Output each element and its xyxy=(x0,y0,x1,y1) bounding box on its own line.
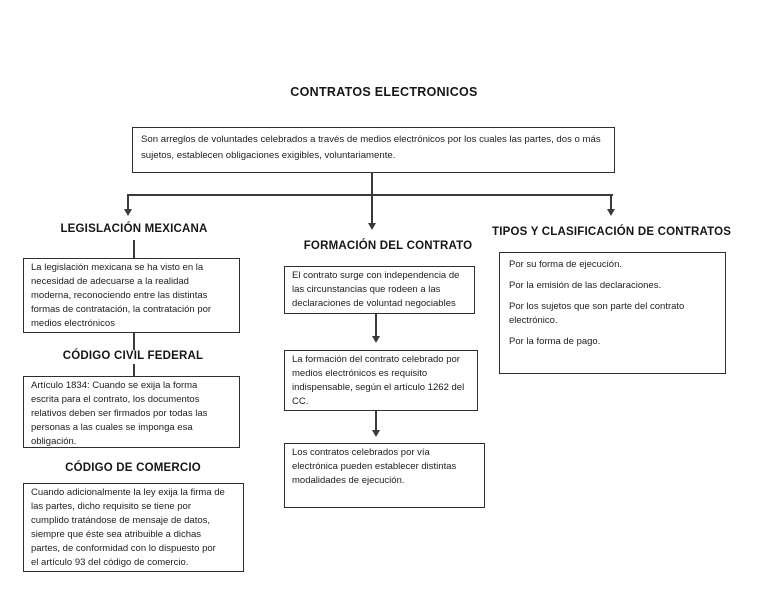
connector-left-1 xyxy=(133,240,135,259)
formacion-box-2-text: La formación del contrato celebrado por … xyxy=(292,354,465,407)
arrow-down-icon xyxy=(371,430,380,437)
heading-codigo-civil-federal: CÓDIGO CIVIL FEDERAL xyxy=(62,350,204,362)
clasificacion-item: Por los sujetos que son parte del contra… xyxy=(509,301,685,326)
codigo-civil-federal-box: Artículo 1834: Cuando se exija la forma … xyxy=(23,376,240,448)
connector-middle-branch xyxy=(371,194,373,224)
formacion-box-1-text: El contrato surge con independencia de l… xyxy=(292,270,460,309)
formacion-box-3: Los contratos celebrados por vía electró… xyxy=(284,443,485,508)
codigo-de-comercio-box: Cuando adicionalmente la ley exija la fi… xyxy=(23,483,244,572)
connector-left-branch xyxy=(127,194,129,210)
connector-right-branch xyxy=(610,194,612,210)
heading-formacion-del-contrato: FORMACIÓN DEL CONTRATO xyxy=(303,240,473,252)
arrow-down-icon xyxy=(367,223,376,230)
definition-box: Son arreglos de voluntades celebrados a … xyxy=(132,127,615,173)
arrow-down-icon xyxy=(606,209,615,216)
heading-codigo-de-comercio: CÓDIGO DE COMERCIO xyxy=(65,462,201,474)
connector-left-2 xyxy=(133,333,135,350)
connector-middle-1 xyxy=(375,314,377,337)
codigo-civil-federal-text: Artículo 1834: Cuando se exija la forma … xyxy=(31,380,208,447)
connector-middle-2 xyxy=(375,411,377,431)
definition-text: Son arreglos de voluntades celebrados a … xyxy=(141,134,601,161)
formacion-box-1: El contrato surge con independencia de l… xyxy=(284,266,475,314)
arrow-down-icon xyxy=(371,336,380,343)
clasificacion-item: Por su forma de ejecución. xyxy=(509,259,623,270)
connector-stem xyxy=(371,172,373,195)
heading-legislacion-mexicana: LEGISLACIÓN MEXICANA xyxy=(60,223,208,235)
clasificacion-item: Por la forma de pago. xyxy=(509,336,601,347)
connector-left-3 xyxy=(133,364,135,376)
heading-tipos-y-clasificacion: TIPOS Y CLASIFICACIÓN DE CONTRATOS xyxy=(492,226,732,238)
legislacion-mexicana-text: La legislación mexicana se ha visto en l… xyxy=(31,262,212,329)
connector-horizontal xyxy=(128,194,613,196)
arrow-down-icon xyxy=(123,209,132,216)
formacion-box-3-text: Los contratos celebrados por vía electró… xyxy=(292,447,457,486)
tipos-clasificacion-box: Por su forma de ejecución. Por la emisió… xyxy=(499,252,726,374)
codigo-de-comercio-text: Cuando adicionalmente la ley exija la fi… xyxy=(31,487,225,568)
legislacion-mexicana-box: La legislación mexicana se ha visto en l… xyxy=(23,258,240,333)
formacion-box-2: La formación del contrato celebrado por … xyxy=(284,350,478,411)
clasificacion-item: Por la emisión de las declaraciones. xyxy=(509,280,662,291)
diagram-title: CONTRATOS ELECTRONICOS xyxy=(290,85,478,99)
